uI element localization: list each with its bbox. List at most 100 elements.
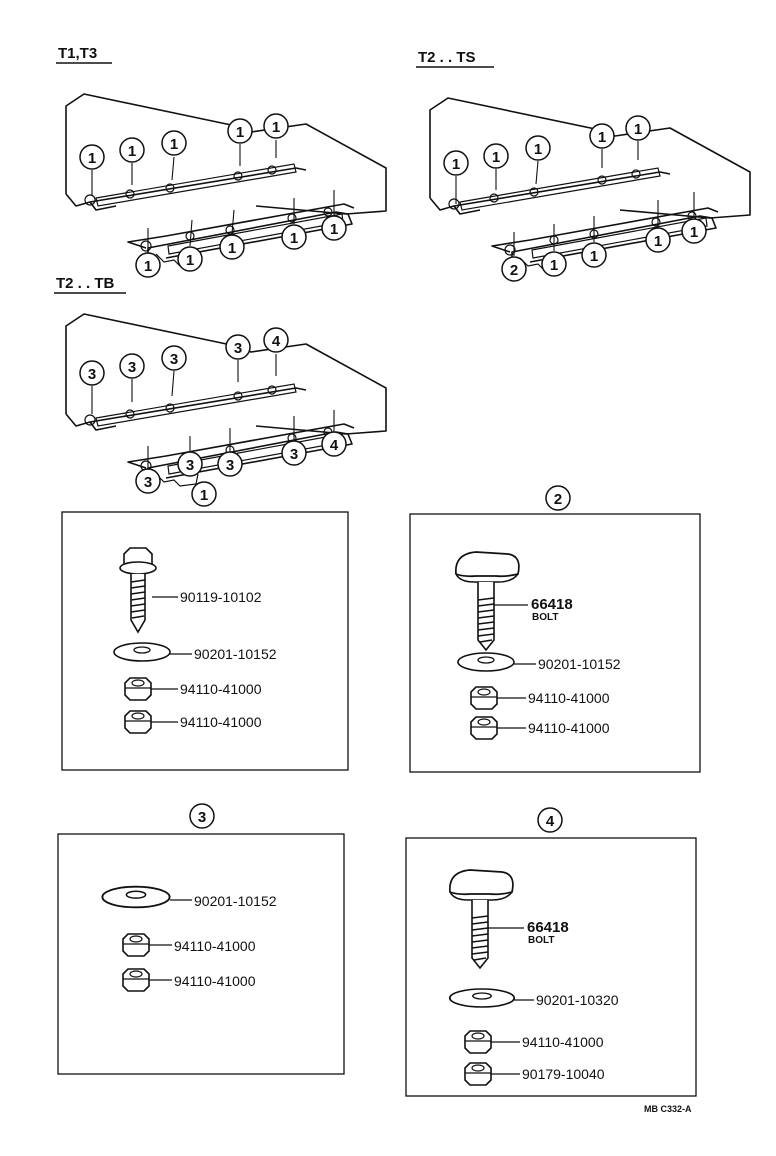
callout-1: 1 <box>443 150 469 176</box>
kit4-nut-a-part: 94110-41000 <box>522 1034 604 1050</box>
callout-1: 1 <box>191 481 217 507</box>
callout-1: 1 <box>625 115 651 141</box>
kit2-nut-b-part: 94110-41000 <box>528 720 610 736</box>
svg-text:1: 1 <box>590 248 598 265</box>
kit3-nut-a-part: 94110-41000 <box>174 938 256 954</box>
svg-text:3: 3 <box>144 474 152 491</box>
callout-1: 1 <box>161 130 187 156</box>
callout-1: 1 <box>645 227 671 253</box>
header-t1t3: T1,T3 <box>58 45 97 62</box>
nut-icon <box>464 1030 492 1054</box>
svg-text:1: 1 <box>690 224 698 241</box>
t-bolt-icon <box>454 551 520 651</box>
header-t2ts: T2 . . TS <box>418 49 476 66</box>
nut-icon <box>470 686 498 710</box>
kit-box-4 <box>405 837 697 1097</box>
kit4-bolt-part: 66418 <box>527 919 569 936</box>
kit-box-3 <box>57 833 345 1075</box>
svg-text:1: 1 <box>144 258 152 275</box>
svg-text:1: 1 <box>290 230 298 247</box>
svg-text:3: 3 <box>234 340 242 357</box>
kit1-nut-b-part: 94110-41000 <box>180 714 262 730</box>
kit4-bolt-label: BOLT <box>528 935 554 946</box>
kit3-washer-part: 90201-10152 <box>194 893 277 909</box>
callout-2: 2 <box>501 256 527 282</box>
svg-text:2: 2 <box>554 491 562 508</box>
svg-text:1: 1 <box>88 150 96 167</box>
callout-1: 1 <box>589 123 615 149</box>
kit-header-callout-4: 4 <box>537 807 563 833</box>
nut-icon <box>464 1062 492 1086</box>
callout-4: 4 <box>263 327 289 353</box>
callout-3: 3 <box>79 360 105 386</box>
svg-text:4: 4 <box>272 333 281 350</box>
svg-text:3: 3 <box>226 457 234 474</box>
kit4-nut-b-part: 90179-10040 <box>522 1066 605 1082</box>
nut-icon <box>122 968 150 992</box>
washer-icon <box>457 652 515 672</box>
kit1-nut-a-part: 94110-41000 <box>180 681 262 697</box>
callout-3: 3 <box>281 440 307 466</box>
callout-1: 1 <box>227 118 253 144</box>
svg-text:3: 3 <box>198 809 206 826</box>
svg-text:3: 3 <box>186 457 194 474</box>
header-t2tb: T2 . . TB <box>56 275 115 292</box>
hex-bolt-icon <box>119 547 157 633</box>
callout-1: 1 <box>79 144 105 170</box>
callout-3: 3 <box>225 334 251 360</box>
washer-icon <box>101 885 171 909</box>
nut-icon <box>124 710 152 734</box>
svg-text:1: 1 <box>550 257 558 274</box>
callout-1: 1 <box>681 218 707 244</box>
kit4-washer-part: 90201-10320 <box>536 992 619 1008</box>
kit2-bolt-label: BOLT <box>532 612 558 623</box>
washer-icon <box>113 642 171 662</box>
svg-text:1: 1 <box>534 141 542 158</box>
svg-text:4: 4 <box>330 437 339 454</box>
svg-text:3: 3 <box>88 366 96 383</box>
washer-icon <box>448 988 516 1008</box>
svg-text:1: 1 <box>128 143 136 160</box>
callout-3: 3 <box>217 451 243 477</box>
svg-text:1: 1 <box>272 119 280 136</box>
callout-1: 1 <box>321 215 347 241</box>
svg-text:1: 1 <box>492 149 500 166</box>
callout-3: 3 <box>135 468 161 494</box>
svg-text:1: 1 <box>634 121 642 138</box>
callout-3: 3 <box>119 353 145 379</box>
svg-text:3: 3 <box>290 446 298 463</box>
kit1-washer-part: 90201-10152 <box>194 646 277 662</box>
diagram-code: MB C332-A <box>644 1104 692 1114</box>
callout-1: 1 <box>541 251 567 277</box>
svg-text:3: 3 <box>128 359 136 376</box>
t-bolt-icon <box>448 869 514 969</box>
callout-1: 1 <box>177 246 203 272</box>
kit3-nut-b-part: 94110-41000 <box>174 973 256 989</box>
svg-text:1: 1 <box>598 129 606 146</box>
callout-3: 3 <box>177 451 203 477</box>
svg-text:1: 1 <box>452 156 460 173</box>
svg-text:1: 1 <box>654 233 662 250</box>
callout-1: 1 <box>263 113 289 139</box>
callout-1: 1 <box>219 234 245 260</box>
callout-1: 1 <box>525 135 551 161</box>
svg-text:1: 1 <box>200 487 208 504</box>
nut-icon <box>470 716 498 740</box>
callout-1: 1 <box>281 224 307 250</box>
callout-1: 1 <box>483 143 509 169</box>
kit-header-callout-3: 3 <box>189 803 215 829</box>
svg-text:1: 1 <box>330 221 338 238</box>
callout-3: 3 <box>161 345 187 371</box>
callout-1: 1 <box>581 242 607 268</box>
svg-text:1: 1 <box>236 124 244 141</box>
kit2-nut-a-part: 94110-41000 <box>528 690 610 706</box>
svg-text:4: 4 <box>546 813 555 830</box>
nut-icon <box>124 677 152 701</box>
kit-box-1 <box>61 511 349 771</box>
svg-text:1: 1 <box>186 252 194 269</box>
svg-text:2: 2 <box>510 262 518 279</box>
kit1-bolt-part: 90119-10102 <box>180 589 262 605</box>
kit2-washer-part: 90201-10152 <box>538 656 621 672</box>
callout-4: 4 <box>321 431 347 457</box>
